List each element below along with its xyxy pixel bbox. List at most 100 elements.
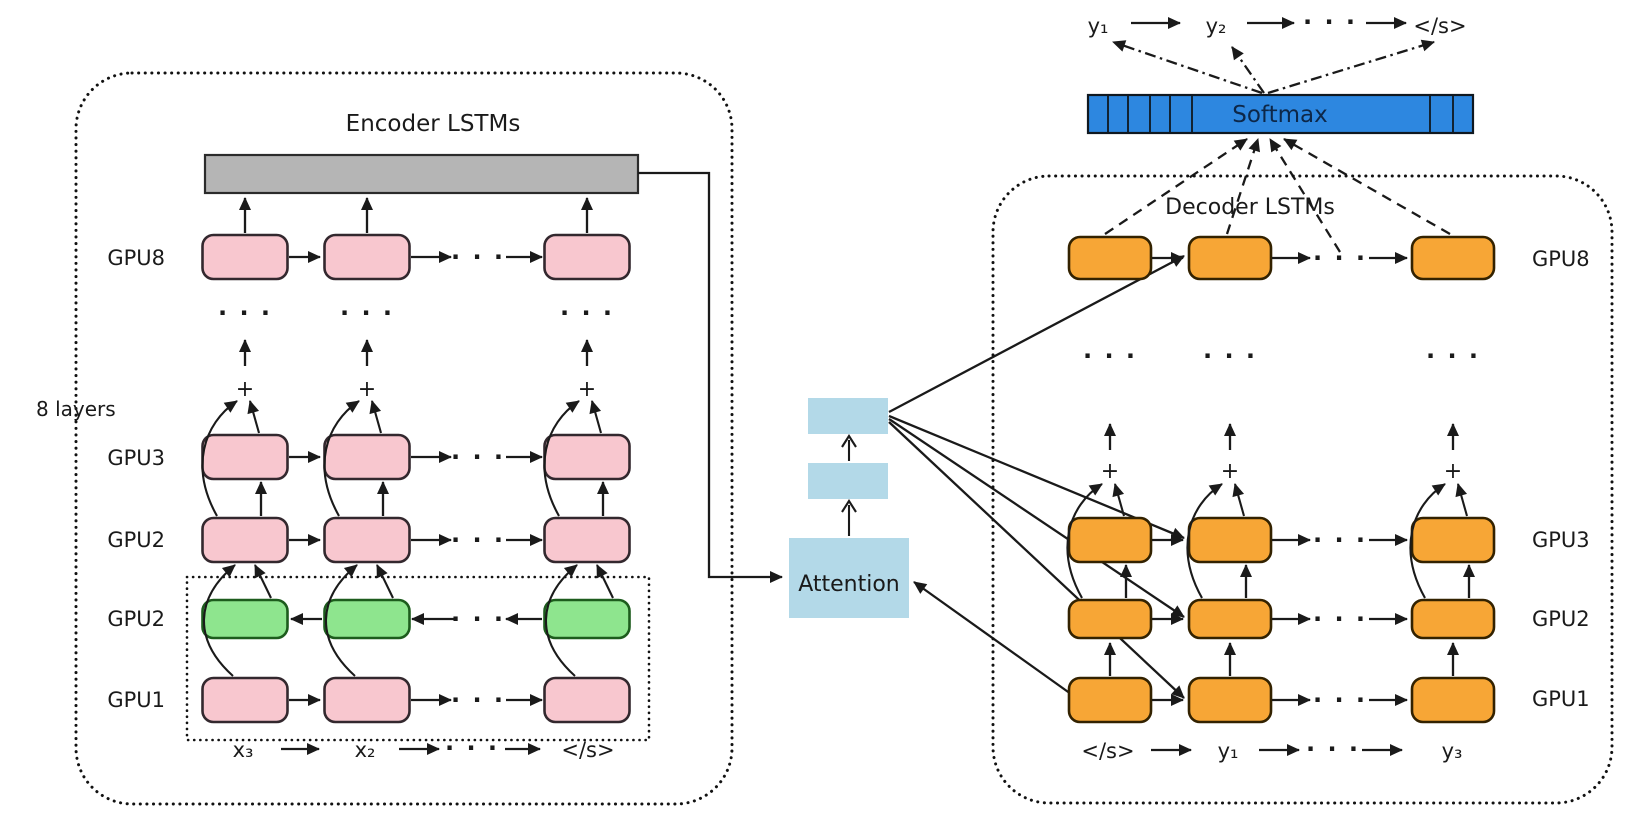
row-ellipsis: · · · bbox=[451, 243, 505, 271]
encoder-gpu2-label: GPU2 bbox=[107, 528, 165, 552]
lstm-cell-backward bbox=[543, 598, 631, 640]
lstm-cell bbox=[323, 233, 411, 281]
row-ellipsis: · · · bbox=[451, 686, 505, 714]
token-ellipsis: · · · bbox=[445, 734, 499, 762]
encoder-recurrence-arrows: · · · · · · · · · · · · · · · bbox=[289, 243, 543, 714]
lstm-cell bbox=[1187, 598, 1273, 640]
lstm-cell bbox=[323, 676, 411, 724]
decoder-title: Decoder LSTMs bbox=[1165, 195, 1335, 220]
encoder-title: Encoder LSTMs bbox=[346, 111, 521, 137]
token-ellipsis: · · · bbox=[1303, 8, 1357, 36]
arrow-up bbox=[596, 564, 614, 599]
residual-skip-arrow bbox=[203, 564, 236, 677]
decoder-gpu1-row bbox=[1067, 676, 1496, 724]
output-token: y₁ bbox=[1088, 14, 1109, 38]
residual-plus: + bbox=[578, 377, 596, 402]
input-token: y₃ bbox=[1442, 739, 1463, 763]
softmax-input-dashed bbox=[1283, 138, 1451, 235]
encoder-gpu3-row bbox=[201, 433, 631, 481]
residual-skip-arrow bbox=[323, 400, 360, 517]
softmax-section: Softmax y₁ y₂ · · · </s> bbox=[1086, 8, 1475, 253]
decoder-gpu8-label: GPU8 bbox=[1532, 247, 1590, 271]
lstm-cell bbox=[1067, 676, 1153, 724]
encoder-gpu2-row bbox=[201, 516, 631, 564]
softmax-output-dashdot bbox=[1112, 40, 1263, 95]
attention-context-box-mid bbox=[808, 463, 888, 499]
row-ellipsis: · · · bbox=[1313, 686, 1367, 714]
arrow-into-plus bbox=[589, 400, 603, 434]
residual-plus: + bbox=[1221, 459, 1239, 484]
lstm-cell-backward bbox=[201, 598, 289, 640]
decoder-gpu3-label: GPU3 bbox=[1532, 528, 1590, 552]
bidirectional-dotted-border bbox=[185, 575, 651, 742]
softmax-input-dashed bbox=[1269, 138, 1341, 253]
row-ellipsis: · · · bbox=[1313, 605, 1367, 633]
softmax-input-dashed bbox=[1104, 138, 1248, 235]
decoder-input-tokens: </s> y₁ · · · y₃ bbox=[1081, 735, 1462, 763]
residual-skip-arrow bbox=[1409, 483, 1446, 599]
decoder-recurrence-arrows: · · · · · · · · · · · · bbox=[1152, 244, 1408, 714]
attention-section: Attention bbox=[789, 254, 1185, 699]
arrow-into-plus bbox=[1232, 483, 1246, 517]
vertical-ellipsis: · · · bbox=[560, 299, 614, 327]
softmax-output-dashdot bbox=[1231, 46, 1265, 94]
lstm-cell bbox=[1410, 235, 1496, 281]
input-token: x₃ bbox=[233, 738, 254, 762]
output-token: </s> bbox=[1413, 14, 1466, 38]
lstm-cell bbox=[1067, 598, 1153, 640]
lstm-cell bbox=[1187, 676, 1273, 724]
residual-plus: + bbox=[358, 377, 376, 402]
vertical-ellipsis: · · · bbox=[340, 299, 394, 327]
attention-fanout-arrow bbox=[888, 254, 1185, 414]
lstm-cell bbox=[201, 516, 289, 564]
residual-skip-arrow bbox=[201, 400, 238, 517]
lstm-cell bbox=[1410, 676, 1496, 724]
decoder-gpu2-label: GPU2 bbox=[1532, 607, 1590, 631]
encoder-gpu1-row bbox=[201, 676, 631, 724]
attention-fanout-arrow bbox=[888, 418, 1185, 618]
decoder-section: Decoder LSTMs GPU8 GPU3 GPU2 GPU1 bbox=[991, 174, 1614, 805]
open-arrowhead-icon bbox=[841, 434, 857, 448]
encoder-to-attention-arrow bbox=[638, 171, 783, 583]
encoder-layers-label: 8 layers bbox=[36, 397, 116, 421]
residual-plus: + bbox=[1101, 459, 1119, 484]
decoder-gpu8-row bbox=[1067, 235, 1496, 281]
row-ellipsis: · · · bbox=[1313, 244, 1367, 272]
input-token: </s> bbox=[561, 738, 614, 762]
arrow-up bbox=[376, 564, 394, 599]
encoder-backward-row bbox=[201, 598, 631, 640]
encoder-output-bar bbox=[203, 153, 640, 195]
lstm-cell bbox=[201, 676, 289, 724]
lstm-cell bbox=[1187, 235, 1273, 281]
input-token: y₁ bbox=[1218, 739, 1239, 763]
lstm-cell bbox=[323, 433, 411, 481]
residual-skip-arrow bbox=[543, 400, 580, 517]
encoder-input-tokens: x₃ x₂ · · · </s> bbox=[233, 734, 615, 762]
lstm-cell bbox=[543, 233, 631, 281]
residual-plus: + bbox=[1444, 459, 1462, 484]
arrow-into-plus bbox=[247, 400, 261, 434]
lstm-cell bbox=[543, 516, 631, 564]
encoder-gpu2b-label: GPU2 bbox=[107, 607, 165, 631]
softmax-output-dashdot bbox=[1267, 39, 1435, 95]
token-ellipsis: · · · bbox=[1306, 735, 1360, 763]
lstm-cell bbox=[201, 233, 289, 281]
encoder-gpu8-label: GPU8 bbox=[107, 246, 165, 270]
attention-label: Attention bbox=[798, 572, 900, 597]
encoder-gpu8-row bbox=[201, 233, 631, 281]
row-ellipsis: · · · bbox=[451, 526, 505, 554]
residual-skip-arrow bbox=[1186, 483, 1223, 599]
arrow-up bbox=[254, 564, 272, 599]
lstm-cell bbox=[201, 433, 289, 481]
vertical-ellipsis: · · · bbox=[1426, 342, 1480, 370]
lstm-cell bbox=[323, 516, 411, 564]
decoder-gpu2-row bbox=[1067, 598, 1496, 640]
attention-box bbox=[789, 538, 909, 618]
row-ellipsis: · · · bbox=[451, 605, 505, 633]
arrow-into-plus bbox=[1112, 483, 1126, 517]
encoder-gpu3-label: GPU3 bbox=[107, 446, 165, 470]
softmax-label: Softmax bbox=[1232, 102, 1328, 128]
decoder-output-tokens: y₁ y₂ · · · </s> bbox=[1088, 8, 1467, 38]
